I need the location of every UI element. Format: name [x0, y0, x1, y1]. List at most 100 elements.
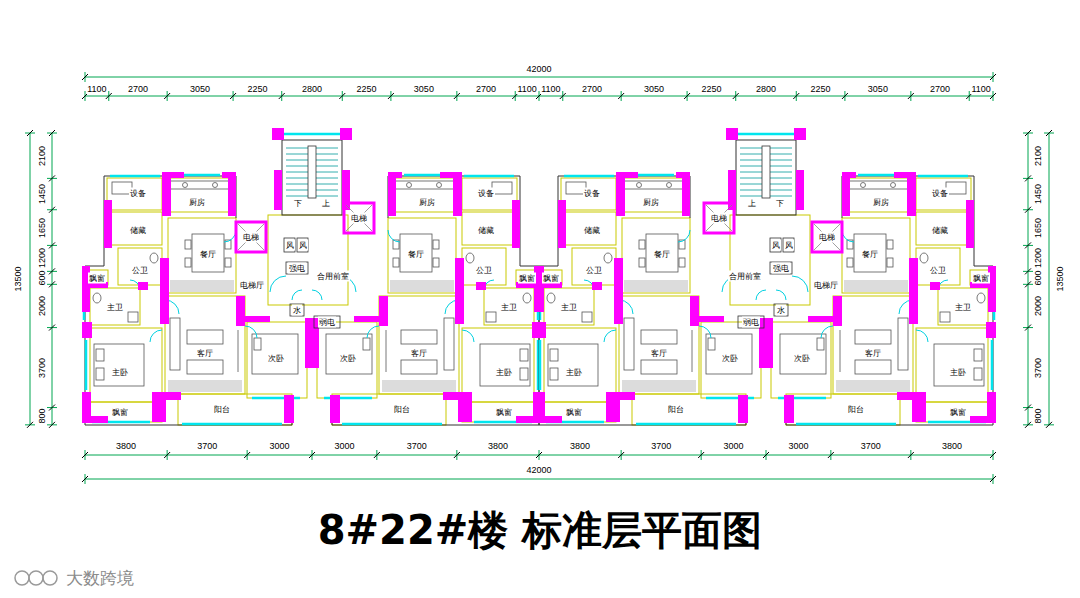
dimension-tick [49, 422, 55, 428]
dimension-line [1028, 133, 1029, 425]
dimension-label: 1200 [37, 247, 47, 269]
dimension-tick [1025, 405, 1031, 411]
room-label: 厨房 [418, 197, 436, 208]
room-label: 阳台 [667, 404, 685, 415]
room-label: 阳台 [393, 404, 411, 415]
dimension-tick [908, 452, 914, 458]
dimension-tick [49, 242, 55, 248]
room-label: 主卫 [106, 302, 124, 313]
room-label: 储藏 [477, 225, 495, 236]
dimension-tick [49, 130, 55, 136]
dimension-tick [536, 452, 542, 458]
core-label: 水 [292, 305, 302, 316]
dimension-label: 13500 [13, 265, 23, 292]
dimension-label: 1100 [540, 84, 561, 94]
room-label: 客厅 [410, 348, 428, 359]
room-label: 次卧 [267, 353, 285, 364]
core-label: 风 [784, 240, 794, 251]
room-label: 公卫 [585, 265, 603, 276]
room-label: 设备 [931, 188, 949, 199]
dimension-label: 2250 [246, 84, 268, 94]
dimension-label: 1650 [37, 217, 47, 239]
dimension-tick [49, 281, 55, 287]
room-label: 公卫 [929, 265, 947, 276]
room-label: 飘窗 [949, 407, 967, 418]
room-label: 设备 [583, 188, 601, 199]
watermark-logo [15, 571, 57, 585]
core-label: 风 [285, 240, 295, 251]
dimension-tick [1025, 281, 1031, 287]
dimension-label: 3000 [269, 441, 291, 451]
dimension-label: 3700 [196, 441, 218, 451]
room-label: 餐厅 [653, 249, 671, 260]
room-label: 储藏 [931, 225, 949, 236]
room-label: 厨房 [872, 197, 890, 208]
core-left [236, 128, 374, 328]
core-label: 弱电 [318, 317, 336, 328]
dimension-line [85, 77, 993, 78]
room-label: 阳台 [847, 404, 865, 415]
dimension-label: 3700 [860, 441, 882, 451]
dimension-tick [374, 452, 380, 458]
dimension-label: 2700 [929, 84, 951, 94]
core-label: 电梯 [350, 213, 368, 224]
dimension-line [52, 133, 53, 425]
dimension-tick [618, 93, 624, 99]
core-label: 下 [293, 198, 303, 209]
dimension-tick [388, 93, 394, 99]
core-label: 下 [775, 198, 785, 209]
dimension-tick [230, 93, 236, 99]
dimension-label: 2000 [1033, 295, 1043, 317]
room-label: 餐厅 [861, 249, 879, 260]
room-label: 储藏 [129, 225, 147, 236]
dimension-tick [618, 452, 624, 458]
dimension-tick [733, 93, 739, 99]
watermark: 大数跨境 [66, 567, 134, 590]
dimension-label: 42000 [525, 64, 552, 74]
dimension-label: 1100 [86, 84, 107, 94]
core-label: 上 [321, 198, 331, 209]
page-title: 8#22#楼 标准层平面图 [318, 503, 762, 558]
dimension-label: 2700 [127, 84, 149, 94]
room-label: 主卧 [495, 367, 513, 378]
dimension-label: 1200 [1033, 247, 1043, 269]
dimension-line [85, 479, 993, 480]
dimension-tick [1025, 325, 1031, 331]
room-label: 设备 [129, 188, 147, 199]
dimension-tick [1025, 175, 1031, 181]
core-right [704, 128, 842, 328]
dimension-tick [1025, 268, 1031, 274]
dimension-tick [763, 452, 769, 458]
dimension-label: 3800 [941, 441, 963, 451]
dimension-label: 3050 [867, 84, 889, 94]
dimension-label: 800 [37, 408, 47, 425]
dimension-tick [1025, 242, 1031, 248]
dimension-tick [82, 452, 88, 458]
core-label: 强电 [288, 263, 306, 274]
dimension-tick [49, 207, 55, 213]
dimension-tick [164, 452, 170, 458]
dimension-label: 3050 [413, 84, 435, 94]
dimension-label: 3050 [643, 84, 665, 94]
dimension-label: 3000 [787, 441, 809, 451]
room-label: 主卧 [949, 367, 967, 378]
room-label: 餐厅 [199, 249, 217, 260]
dimension-tick [279, 93, 285, 99]
dimension-tick [1025, 130, 1031, 136]
core-label: 合用前室 [316, 271, 350, 282]
core-label: 风 [771, 240, 781, 251]
dimension-label: 600 [1033, 269, 1043, 286]
dimension-tick [49, 175, 55, 181]
dimension-label: 800 [1033, 408, 1043, 425]
room-label: 次卧 [793, 353, 811, 364]
room-label: 设备 [477, 188, 495, 199]
dimension-label: 1100 [516, 84, 537, 94]
room-label: 飘窗 [565, 407, 583, 418]
core-label: 电梯 [710, 213, 728, 224]
room-label: 飘窗 [88, 273, 106, 284]
room-label: 主卫 [560, 302, 578, 313]
dimension-tick [1025, 422, 1031, 428]
dimension-label: 2250 [810, 84, 832, 94]
dimension-label: 1100 [970, 84, 991, 94]
dimension-tick [27, 130, 33, 136]
